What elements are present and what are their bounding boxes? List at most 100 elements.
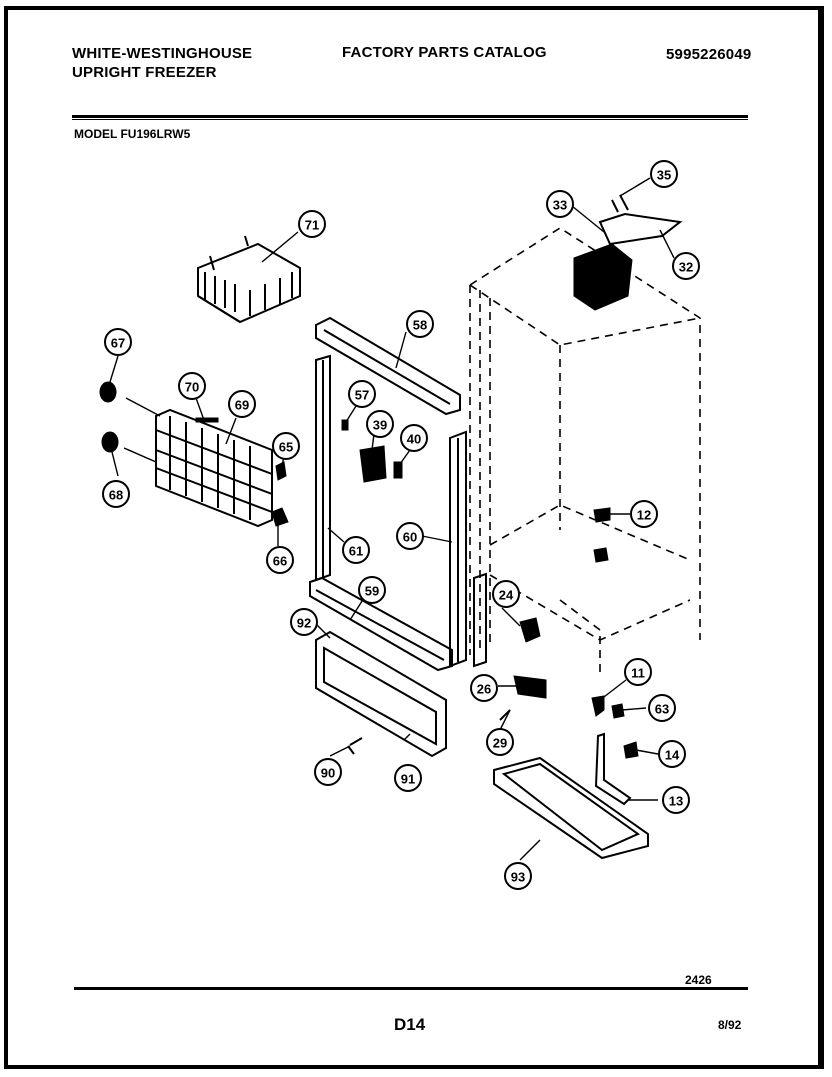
small-parts <box>99 381 639 806</box>
callout-circle <box>178 372 206 400</box>
callout-number: 61 <box>349 544 363 559</box>
callout-40: 40 <box>400 424 428 452</box>
callout-circle <box>396 522 424 550</box>
catalog-part-number: 5995226049 <box>666 46 752 63</box>
callout-circle <box>470 674 498 702</box>
callout-66: 66 <box>266 546 294 574</box>
callout-57: 57 <box>348 380 376 408</box>
callout-65: 65 <box>272 432 300 460</box>
callout-number: 39 <box>373 418 387 433</box>
callout-69: 69 <box>228 390 256 418</box>
breaker-strip-part <box>473 572 547 699</box>
callout-circle <box>394 764 422 792</box>
callout-number: 92 <box>297 616 311 631</box>
callout-number: 69 <box>235 398 249 413</box>
basket-part <box>197 235 301 324</box>
top-gasket-part <box>315 316 461 416</box>
callout-circle <box>348 380 376 408</box>
callout-number: 40 <box>407 432 421 447</box>
callout-circle <box>504 862 532 890</box>
callout-91: 91 <box>394 764 422 792</box>
callout-circle <box>228 390 256 418</box>
callout-number: 71 <box>305 218 319 233</box>
callout-39: 39 <box>366 410 394 438</box>
callout-number: 11 <box>631 666 645 681</box>
callout-92: 92 <box>290 608 318 636</box>
callout-number: 12 <box>637 508 651 523</box>
callout-number: 65 <box>279 440 293 455</box>
drawing-number: 2426 <box>685 973 712 987</box>
callout-number: 63 <box>655 702 669 717</box>
header-rule <box>72 115 748 118</box>
callout-number: 33 <box>553 198 567 213</box>
callout-circle <box>648 694 676 722</box>
catalog-title: FACTORY PARTS CATALOG <box>342 44 547 61</box>
callout-61: 61 <box>342 536 370 564</box>
callout-number: 58 <box>413 318 427 333</box>
callout-number: 93 <box>511 870 525 885</box>
callout-71: 71 <box>298 210 326 238</box>
callout-number: 91 <box>401 772 415 787</box>
callout-circle <box>266 546 294 574</box>
callout-number: 68 <box>109 488 123 503</box>
brand-name: WHITE-WESTINGHOUSE <box>72 45 253 62</box>
callout-number: 26 <box>477 682 491 697</box>
callout-number: 57 <box>355 388 369 403</box>
top-hinge-part <box>573 194 683 311</box>
callout-90: 90 <box>314 758 342 786</box>
callout-circle <box>546 190 574 218</box>
callout-circle <box>406 310 434 338</box>
callout-circle <box>314 758 342 786</box>
right-gasket-part <box>449 430 467 668</box>
callout-number: 70 <box>185 380 199 395</box>
callout-number: 32 <box>679 260 693 275</box>
header-rule-thin <box>72 119 748 120</box>
page-frame <box>4 6 824 1069</box>
callout-circle <box>492 580 520 608</box>
bottom-gasket-part <box>309 576 453 672</box>
callout-circle <box>624 658 652 686</box>
callout-circle <box>662 786 690 814</box>
callout-60: 60 <box>396 522 424 550</box>
callout-number: 24 <box>499 588 514 603</box>
callout-number: 14 <box>665 748 680 763</box>
footer-rule <box>74 987 748 990</box>
brand-block: WHITE-WESTINGHOUSE UPRIGHT FREEZER <box>72 44 252 82</box>
callout-circle <box>650 160 678 188</box>
callout-group: 71 35 33 32 58 67 70 69 57 39 40 65 68 12 66 61 60 59 24 92… <box>102 160 700 890</box>
callout-number: 35 <box>657 168 671 183</box>
callout-26: 26 <box>470 674 498 702</box>
callout-32: 32 <box>672 252 700 280</box>
callout-circle <box>366 410 394 438</box>
callout-number: 66 <box>273 554 287 569</box>
callout-12: 12 <box>630 500 658 528</box>
leader-lines <box>109 177 675 861</box>
callout-circle <box>658 740 686 768</box>
callout-11: 11 <box>624 658 652 686</box>
grille-part <box>155 408 273 528</box>
left-gasket-part <box>315 354 331 582</box>
callout-circle <box>358 576 386 604</box>
callout-circle <box>104 328 132 356</box>
callout-number: 29 <box>493 736 507 751</box>
callout-29: 29 <box>486 728 514 756</box>
callout-number: 60 <box>403 530 417 545</box>
callout-circle <box>400 424 428 452</box>
drain-pan-part <box>493 756 649 860</box>
callout-number: 59 <box>365 584 379 599</box>
callout-number: 67 <box>111 336 125 351</box>
callout-circle <box>272 432 300 460</box>
callout-58: 58 <box>406 310 434 338</box>
callout-13: 13 <box>662 786 690 814</box>
callout-circle <box>342 536 370 564</box>
callout-number: 13 <box>669 794 683 809</box>
callout-24: 24 <box>492 580 520 608</box>
page-code: D14 <box>394 1015 426 1034</box>
drawer-front-part <box>315 630 447 758</box>
revision-date: 8/92 <box>718 1018 742 1032</box>
callout-70: 70 <box>178 372 206 400</box>
callout-circle <box>486 728 514 756</box>
callout-14: 14 <box>658 740 686 768</box>
callout-67: 67 <box>104 328 132 356</box>
